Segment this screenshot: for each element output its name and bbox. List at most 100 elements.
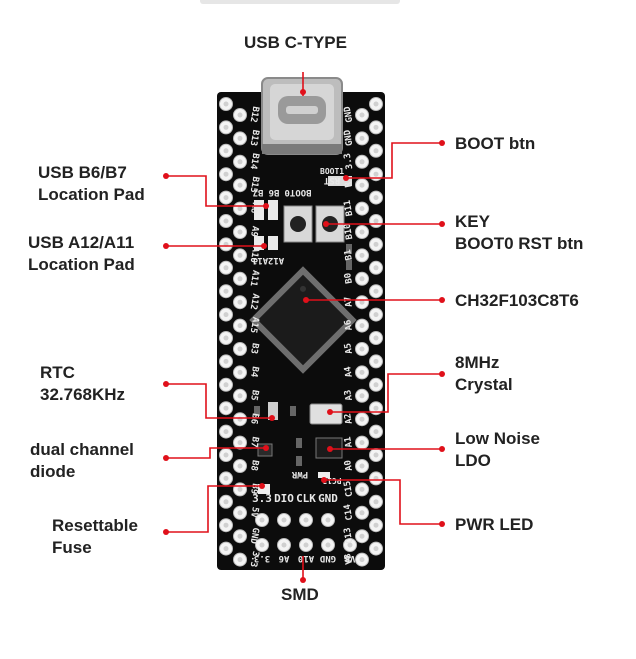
label-ldo-line1: Low Noise [455, 429, 541, 448]
bottom-pin-label: A10 [298, 553, 314, 563]
right-outer-pad-hole [373, 499, 379, 505]
left-outer-pad-hole [223, 148, 229, 154]
label-rtc-line2: 32.768KHz [40, 385, 126, 404]
left-inner-pad-hole [237, 206, 243, 212]
left-pin-label: B7 [248, 436, 260, 448]
left-outer-pad-hole [223, 382, 229, 388]
right-pin-label: A4 [343, 365, 355, 378]
label-smd: SMD [281, 585, 319, 604]
left-inner-pad-hole [237, 182, 243, 188]
silk-a11: A11 [252, 255, 268, 265]
bottom-row-pad-hole [259, 542, 265, 548]
label-fuse-line2: Fuse [52, 538, 92, 557]
right-outer-pad-hole [373, 241, 379, 247]
silk-b7: B7 [253, 187, 264, 197]
label-ldo-line2: LDO [455, 451, 491, 470]
right-outer-pad-hole [373, 312, 379, 318]
left-pin-label: B12 [248, 105, 261, 123]
label-crystal-line2: Crystal [455, 375, 513, 394]
rtc-crystal [268, 402, 278, 420]
pwr-led [318, 472, 330, 478]
label-crystal-line1: 8MHz [455, 353, 500, 372]
label-mcu: CH32F103C8T6 [455, 291, 579, 310]
left-outer-pad-hole [223, 195, 229, 201]
right-pin-label: A7 [343, 295, 355, 307]
label-rtc-line1: RTC [40, 363, 75, 382]
right-inner-pad-hole [359, 557, 365, 563]
left-inner-pad-hole [237, 486, 243, 492]
left-inner-pad-hole [237, 112, 243, 118]
left-inner-pad-hole [237, 510, 243, 516]
usb-b6b7-pad-2 [268, 200, 278, 220]
usb-c-connector [261, 77, 343, 155]
label-usb-b6b7-line1: USB B6/B7 [38, 163, 127, 182]
left-inner-pad-hole [237, 557, 243, 563]
leader-usb-b6b7 [166, 175, 266, 207]
left-pin-label: 3.3 [248, 550, 261, 568]
leader-lines [166, 72, 442, 580]
left-inner-pad-hole [237, 323, 243, 329]
right-inner-pad-hole [359, 323, 365, 329]
left-inner-pad-hole [237, 135, 243, 141]
right-pin-label: GND [343, 128, 356, 146]
right-outer-pad-hole [373, 218, 379, 224]
right-outer-pad-hole [373, 288, 379, 294]
label-usb-c: USB C-TYPE [244, 33, 347, 52]
right-pin-label: A1 [343, 436, 355, 448]
left-pin-label: B9 [248, 483, 260, 495]
label-key: KEY BOOT0 RST btn [455, 211, 583, 255]
left-pin-label: A9 [248, 225, 260, 237]
left-inner-pad-hole [237, 369, 243, 375]
swd-header-pad-hole [325, 517, 331, 523]
right-inner-pad-hole [359, 252, 365, 258]
label-fuse-line1: Resettable [52, 516, 138, 535]
right-pin-label: C13 [343, 527, 356, 545]
swd-header-pad-hole [281, 517, 287, 523]
label-usb-a12a11-line2: Location Pad [28, 255, 135, 274]
swd-header-pad-hole [303, 517, 309, 523]
left-outer-pad-hole [223, 522, 229, 528]
left-outer-pad-hole [223, 218, 229, 224]
silk-b6: B6 [269, 187, 280, 197]
usb-b6b7-pad [254, 200, 264, 220]
left-pin-label: GND [248, 527, 261, 545]
left-inner-pad-hole [237, 229, 243, 235]
right-outer-pad-hole [373, 171, 379, 177]
swd-header-label: CLK [296, 492, 316, 505]
left-outer-pad-hole [223, 546, 229, 552]
bottom-pin-label: GND [319, 553, 336, 563]
left-inner-pad-hole [237, 463, 243, 469]
right-inner-pad-hole [359, 346, 365, 352]
usb-a12a11-pad [254, 236, 264, 250]
right-pin-label: VB [343, 552, 355, 565]
silk-boot0: BOOT0 [284, 187, 311, 197]
left-pin-label: B4 [248, 366, 260, 379]
left-pin-label: B13 [248, 129, 261, 147]
right-outer-pad-hole [373, 546, 379, 552]
left-pin-label: 5V [248, 506, 260, 519]
right-inner-pad-hole [359, 463, 365, 469]
right-outer-pad-hole [373, 101, 379, 107]
left-outer-pad-hole [223, 265, 229, 271]
label-key-line1: KEY [455, 212, 490, 231]
left-pin-label: A12 [248, 293, 261, 311]
right-outer-pad-hole [373, 429, 379, 435]
left-outer-pad-hole [223, 452, 229, 458]
pin-header-pads [219, 97, 383, 567]
right-inner-pad-hole [359, 416, 365, 422]
right-outer-pad-hole [373, 148, 379, 154]
right-pin-label: A2 [343, 412, 355, 424]
left-inner-pad-hole [237, 299, 243, 305]
left-outer-pad-hole [223, 429, 229, 435]
left-pin-label: B14 [248, 152, 261, 170]
right-inner-pad-hole [359, 369, 365, 375]
left-outer-pad-hole [223, 335, 229, 341]
left-inner-pad-hole [237, 159, 243, 165]
bottom-row-pad-hole [325, 542, 331, 548]
bottom-row-pad-hole [281, 542, 287, 548]
left-pin-label: A15 [248, 316, 261, 334]
right-pin-label: A5 [343, 342, 355, 354]
left-outer-pad-hole [223, 124, 229, 130]
label-ldo: Low Noise LDO [455, 428, 540, 472]
